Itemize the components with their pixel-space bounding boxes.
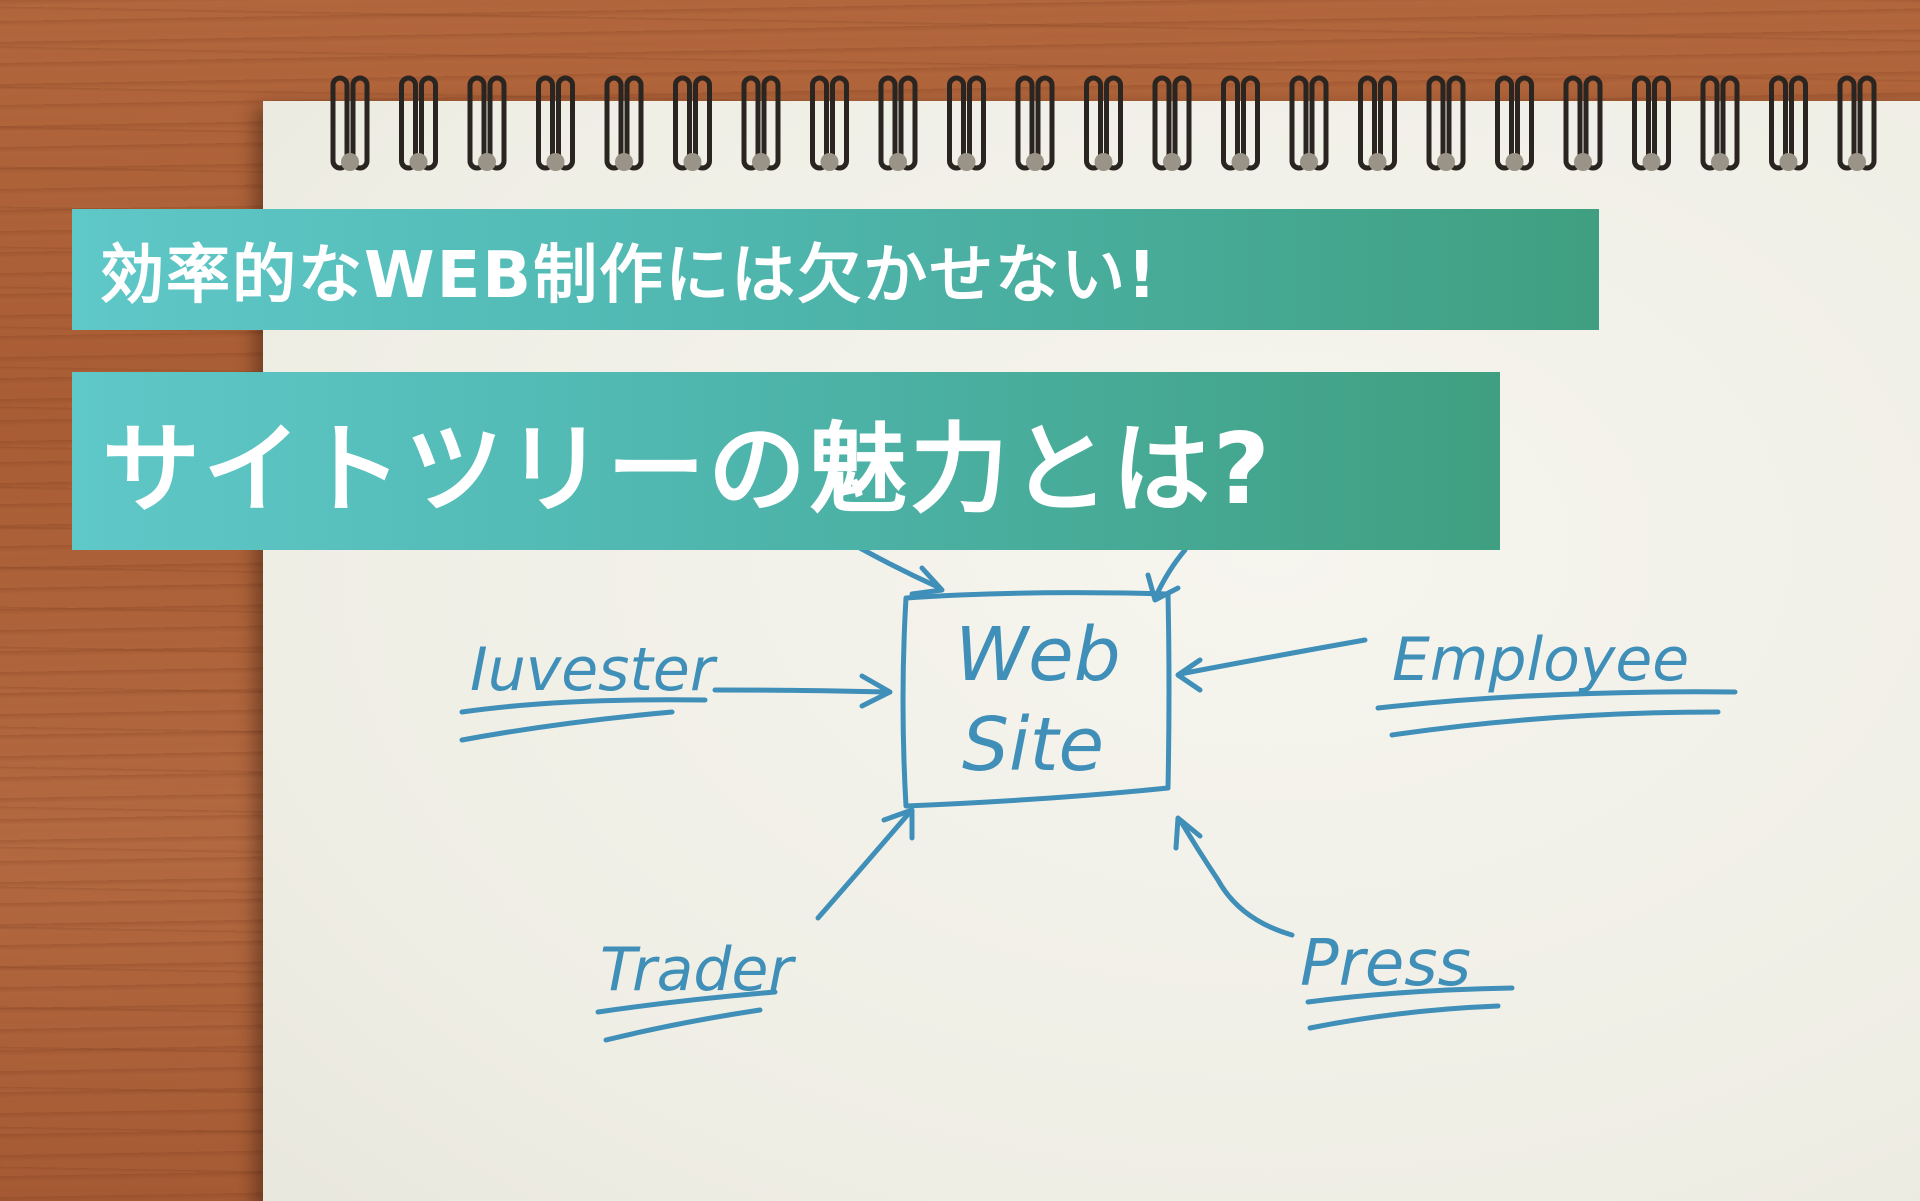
- node-label-bottom-left: Trader: [600, 935, 796, 1005]
- underline-employee: [1375, 689, 1738, 738]
- arrow-from-press: [1173, 815, 1295, 938]
- binding-ring: [604, 75, 644, 171]
- spiral-binding: [330, 75, 1877, 171]
- arrow-from-employee: [1175, 637, 1368, 693]
- binding-ring: [1084, 75, 1123, 171]
- binding-ring: [1700, 75, 1740, 171]
- binding-ring: [1769, 75, 1808, 171]
- node-label-left: Iuvester: [470, 635, 718, 705]
- binding-ring: [1015, 75, 1055, 171]
- binding-ring: [1221, 75, 1260, 171]
- web-site-box: [900, 590, 1172, 809]
- arrow-from-trader: [815, 807, 915, 921]
- center-label-line2: Site: [962, 702, 1104, 788]
- binding-ring: [878, 75, 918, 171]
- underline-iuvester: [459, 697, 708, 743]
- center-label-line1: Web: [955, 612, 1121, 698]
- binding-ring: [1426, 75, 1466, 171]
- binding-ring: [1837, 75, 1877, 171]
- node-label-bottom-right: Press: [1300, 927, 1471, 1001]
- binding-ring: [741, 75, 781, 171]
- binding-ring: [536, 75, 575, 171]
- underline-trader: [595, 989, 778, 1043]
- banner-subtitle: 効率的なWEB制作には欠かせない!: [72, 209, 1599, 330]
- binding-ring: [1358, 75, 1397, 171]
- binding-ring: [330, 75, 370, 171]
- arrow-top-right: [1145, 547, 1188, 603]
- binding-ring: [467, 75, 507, 171]
- underline-press: [1305, 985, 1515, 1031]
- binding-ring: [810, 75, 849, 171]
- binding-ring: [673, 75, 712, 171]
- binding-ring: [947, 75, 986, 171]
- node-label-right: Employee: [1392, 625, 1689, 695]
- arrow-top-left: [857, 545, 945, 597]
- binding-ring: [1289, 75, 1329, 171]
- banner-title: サイトツリーの魅力とは?: [72, 372, 1500, 550]
- binding-ring: [1152, 75, 1192, 171]
- binding-ring: [399, 75, 438, 171]
- binding-ring: [1632, 75, 1671, 171]
- binding-ring: [1495, 75, 1534, 171]
- binding-ring: [1563, 75, 1603, 171]
- arrow-from-iuvester: [712, 673, 893, 709]
